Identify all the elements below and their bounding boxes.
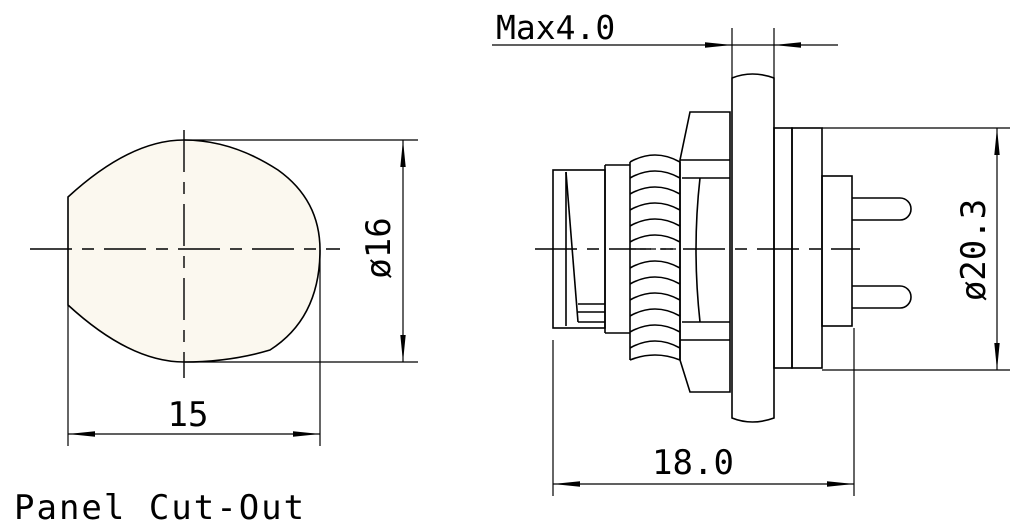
flange-diameter-label: ø20.3 [954,199,994,301]
panel-cutout-view: 15 ø16 Panel Cut-Out [14,130,418,528]
rear-flange [773,127,823,369]
connector-side-view: Max4.0 18.0 ø20.3 [492,8,1010,496]
cutout-shape [67,139,321,363]
length-label: 18.0 [652,443,734,483]
rear-housing [821,175,853,327]
panel-thickness-label: Max4.0 [496,8,615,47]
mounting-panel [731,73,775,423]
solder-pins [852,197,912,309]
front-bezel [552,164,630,334]
threaded-bushing [629,154,681,361]
cutout-width-label: 15 [168,395,209,435]
cutout-height-label: ø16 [359,217,399,278]
panel-cutout-caption: Panel Cut-Out [14,488,306,528]
hex-nut [679,111,731,393]
